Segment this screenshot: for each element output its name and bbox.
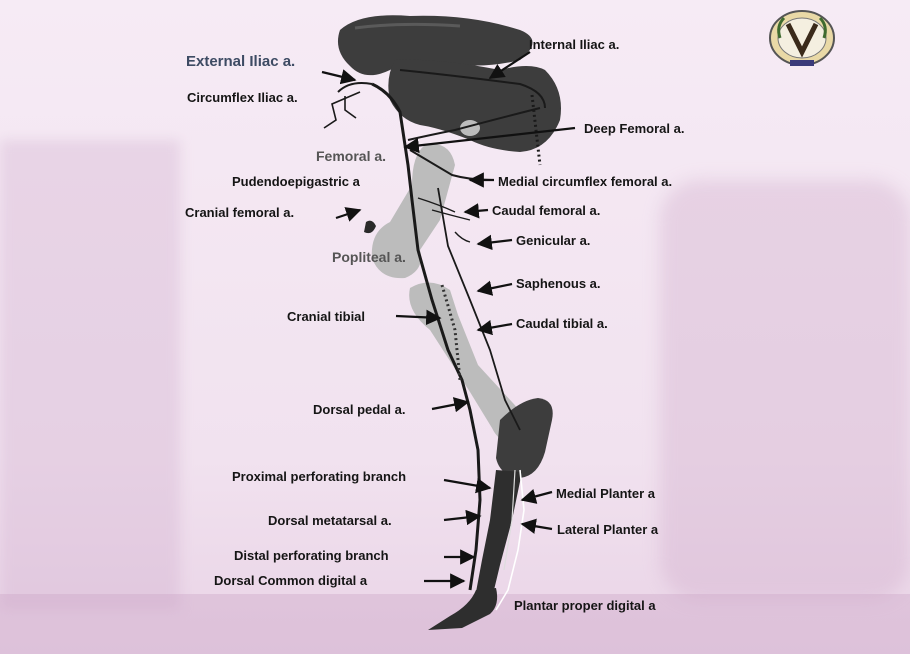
label-medial-planter: Medial Planter a [556,486,655,501]
label-cranial-femoral: Cranial femoral a. [185,205,294,220]
label-dorsal-metatarsal: Dorsal metatarsal a. [268,513,392,528]
label-medial-circumflex-femoral: Medial circumflex femoral a. [498,174,672,189]
label-pudendoepigastric: Pudendoepigastric a [232,174,360,189]
label-saphenous: Saphenous a. [516,276,601,291]
metatarsal-bone [476,470,522,592]
label-femoral: Femoral a. [316,149,386,164]
label-dorsal-pedal: Dorsal pedal a. [313,402,405,417]
patella-bone [364,221,376,233]
label-lateral-planter: Lateral Planter a [557,522,658,537]
label-caudal-femoral: Caudal femoral a. [492,203,600,218]
label-genicular: Genicular a. [516,233,590,248]
label-dorsal-common-digital: Dorsal Common digital a [214,573,367,588]
label-internal-iliac: Internal Iliac a. [529,37,619,52]
label-distal-perforating: Distal perforating branch [234,548,389,563]
label-circumflex-iliac: Circumflex Iliac a. [187,90,298,105]
label-popliteal: Popliteal a. [332,250,406,265]
label-cranial-tibial: Cranial tibial [287,309,365,324]
label-external-iliac: External Iliac a. [186,54,295,69]
label-plantar-proper-digital: Plantar proper digital a [514,598,656,613]
label-deep-femoral: Deep Femoral a. [584,121,684,136]
label-caudal-tibial: Caudal tibial a. [516,316,608,331]
label-proximal-perforating: Proximal perforating branch [232,469,406,484]
hoof-digit [428,588,497,630]
